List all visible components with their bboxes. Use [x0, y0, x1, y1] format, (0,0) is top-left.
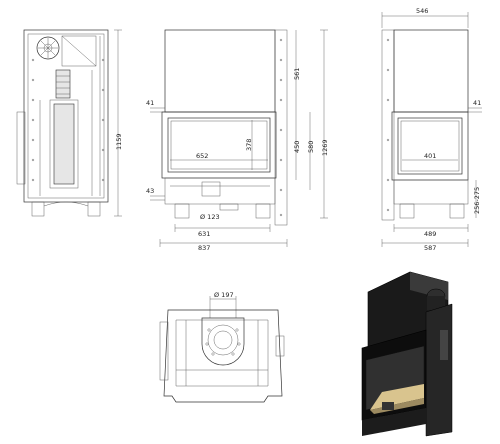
side-overall-width-label: 587 — [424, 244, 436, 252]
top-flue-core — [213, 330, 233, 350]
front-foot-right — [255, 203, 271, 219]
render-flue-body — [427, 296, 445, 310]
front-top-offset-label: 41 — [146, 99, 154, 107]
firebox-insulation — [53, 103, 75, 185]
side-top-offset-label: 41 — [473, 99, 481, 107]
top-body-outline — [163, 309, 283, 403]
front-door-frame — [161, 111, 277, 179]
front-glass — [167, 117, 271, 173]
fireplace-3d-render — [361, 271, 453, 437]
side-glass — [397, 117, 463, 175]
rear-bolts — [31, 58, 105, 182]
side-left-column — [381, 29, 395, 221]
render-base — [362, 408, 426, 436]
front-upper-height-label: 561 — [293, 68, 301, 80]
front-view: 41 652 378 43 Ø 123 631 837 561 450 580 — [146, 29, 329, 252]
top-right-bracket — [275, 335, 285, 357]
front-column-bolts — [279, 38, 283, 217]
rear-height-label: 1159 — [115, 133, 123, 150]
top-chamber — [61, 35, 97, 67]
top-flue-collar — [201, 317, 245, 366]
side-glass-inner — [400, 120, 460, 172]
front-total-height-label: 1269 — [321, 139, 329, 156]
firebox-column — [49, 99, 79, 189]
rear-foot — [31, 201, 45, 217]
side-ash-box — [393, 179, 469, 205]
front-hood — [164, 29, 276, 113]
top-left-bracket — [159, 321, 169, 381]
rear-body-inner — [27, 33, 105, 199]
front-glass-width-label: 652 — [196, 152, 208, 160]
render-side-frame — [425, 303, 453, 437]
front-glass-inner — [170, 120, 268, 170]
top-flue-ring — [207, 324, 239, 356]
top-flue-bolts — [205, 328, 241, 356]
top-view: Ø 197 — [159, 291, 285, 403]
damper-block — [55, 69, 71, 99]
rear-base-curve — [43, 201, 89, 207]
rear-side-panel — [16, 111, 26, 185]
fan-blade — [40, 40, 56, 56]
front-glass-height-label: 378 — [245, 139, 253, 151]
side-foot-left — [399, 203, 415, 219]
side-glass-width-label: 401 — [424, 152, 436, 160]
chamber-diagonal — [61, 35, 97, 67]
top-inner-frame — [175, 319, 269, 387]
front-air-control — [201, 181, 221, 197]
rear-foot — [87, 201, 101, 217]
front-flue-diameter-label: Ø 123 — [200, 213, 220, 221]
side-door-frame — [391, 111, 469, 181]
side-leg-range-label: 256-275 — [473, 187, 481, 214]
side-column-bolts — [386, 38, 390, 212]
render-handle — [382, 402, 394, 410]
front-overall-width-label: 837 — [198, 244, 210, 252]
side-view: 546 401 41 256-275 489 587 — [381, 7, 482, 252]
front-foot-left — [174, 203, 190, 219]
side-base-width-label: 489 — [424, 230, 436, 238]
front-bottom-offset-label: 43 — [146, 187, 154, 195]
front-base-width-label: 631 — [198, 230, 210, 238]
side-hood — [393, 29, 469, 113]
fan-wheel — [36, 36, 60, 60]
render-control-box — [440, 330, 448, 360]
front-door-zone-label: 580 — [307, 141, 315, 153]
side-top-width-label: 546 — [416, 7, 428, 15]
front-right-column — [274, 29, 288, 226]
side-foot-right — [449, 203, 465, 219]
rear-view: 1159 — [16, 29, 123, 217]
top-flue-diameter-label: Ø 197 — [214, 291, 234, 299]
front-flue-stub — [219, 203, 239, 211]
front-glass-zone-label: 450 — [293, 141, 301, 153]
